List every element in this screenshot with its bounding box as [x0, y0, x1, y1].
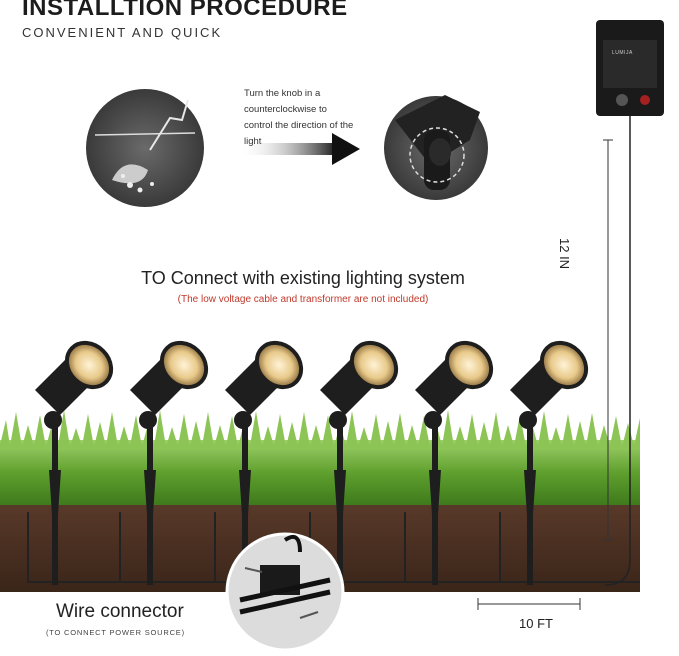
spotlight	[225, 340, 304, 585]
width-dimension-label: 10 FT	[519, 616, 553, 631]
step-dig-illustration	[86, 89, 204, 207]
spotlight-row	[35, 340, 589, 585]
connection-note: (The low voltage cable and transformer a…	[177, 294, 429, 305]
spotlight	[415, 340, 494, 585]
height-dimension-label: 12 IN	[557, 238, 572, 270]
grass-layer	[0, 410, 640, 505]
wire-connector-note: (TO CONNECT POWER SOURCE)	[46, 628, 185, 637]
supply-cable	[604, 116, 631, 586]
transformer-brand: LUMIJA	[612, 50, 633, 56]
spotlight	[35, 340, 114, 585]
direction-arrow	[238, 133, 360, 165]
page-title: INSTALLTION PROCEDURE	[22, 0, 348, 21]
height-dimension-line	[603, 139, 613, 541]
wire-connector-label: Wire connector	[56, 601, 184, 622]
spotlight	[320, 340, 399, 585]
width-dimension-line	[477, 598, 581, 610]
connection-heading: TO Connect with existing lighting system	[141, 268, 465, 288]
step-knob-illustration	[384, 95, 488, 200]
spotlight	[130, 340, 209, 585]
knob-instruction: Turn the knob in a counterclockwise to c…	[244, 88, 354, 147]
wire-connector-illustration	[225, 532, 345, 652]
transformer-box	[596, 20, 664, 116]
page-subtitle: CONVENIENT AND QUICK	[22, 25, 223, 40]
spotlight	[510, 340, 589, 585]
